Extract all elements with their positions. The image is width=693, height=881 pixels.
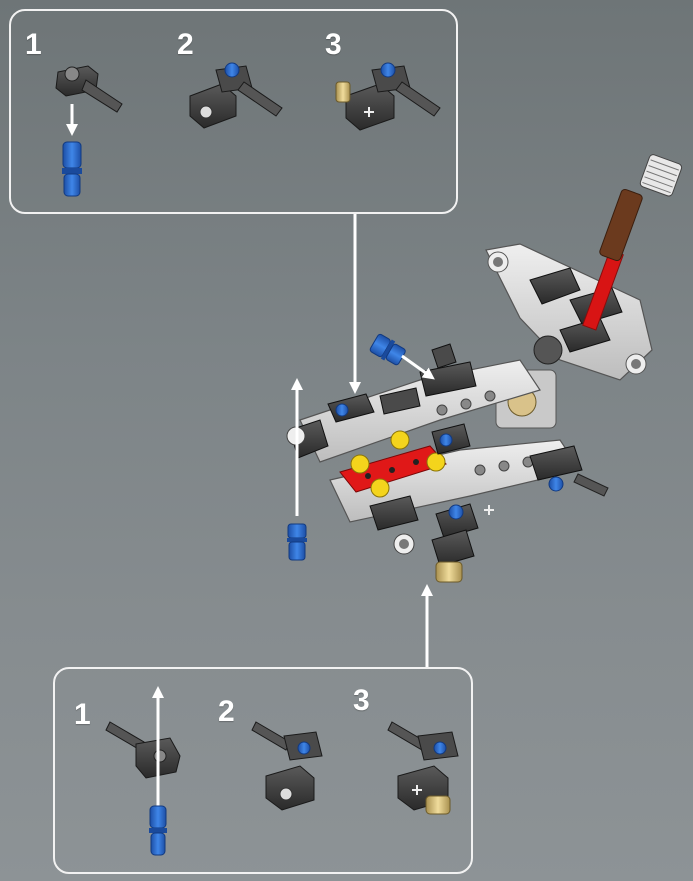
bottom-step-1-number: 1 [74,698,91,731]
top-step-2-number: 2 [177,28,194,61]
top-step1-connector [55,65,123,113]
loose-blue-pin-upper [369,333,406,366]
bottom-step1-connector [105,721,181,779]
top-step3-assembly [335,62,441,131]
top-step-3-number: 3 [325,28,342,61]
top-step2-assembly [189,62,283,129]
loose-blue-pin-lower [287,523,307,561]
main-assembly [286,154,683,583]
top-step-1-number: 1 [25,28,42,61]
bottom-step1-blue-pin [149,805,167,856]
bottom-callout-box [53,667,473,874]
bottom-step-2-number: 2 [218,695,235,728]
upper-pin-arrow [401,354,435,380]
bottom-step2-assembly [251,721,323,811]
top-step1-blue-pin [62,141,82,197]
bottom-step-3-number: 3 [353,684,370,717]
top-callout-box [9,9,458,214]
bottom-step3-assembly [387,721,459,815]
